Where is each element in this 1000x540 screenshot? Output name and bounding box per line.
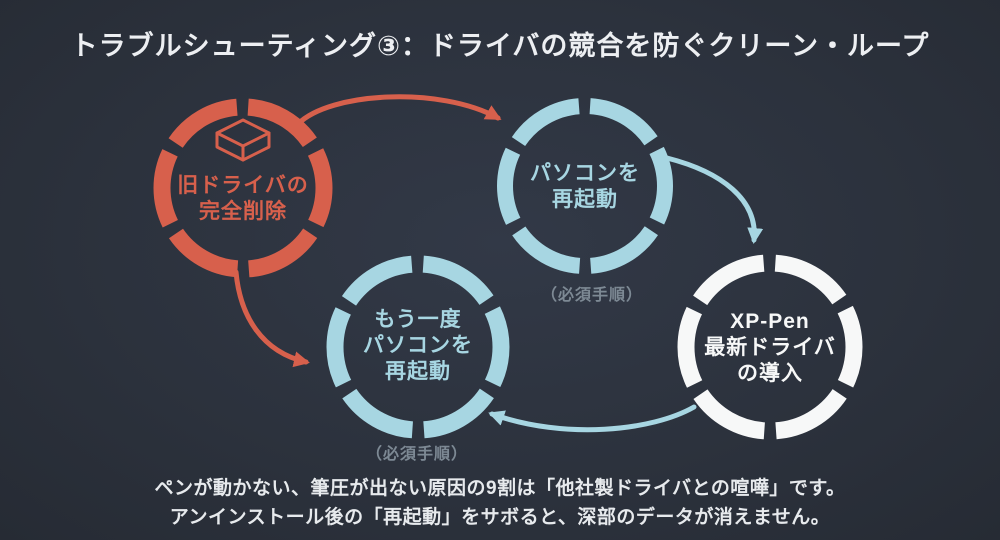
node-label-restart-first: パソコンを 再起動 <box>530 161 640 211</box>
node-label-install-driver: XP-Pen 最新ドライバ の導入 <box>704 309 836 386</box>
note-required-step-again: （必須手順） <box>365 446 469 463</box>
arrow-install-to-restart-again <box>488 404 697 433</box>
note-required-step-first: （必須手順） <box>540 287 644 304</box>
box-icon <box>215 118 271 162</box>
page-title: トラブルシューティング③：ドライバの競合を防ぐクリーン・ループ <box>70 31 930 61</box>
footer-caption: ペンが動かない、筆圧が出ない原因の9割は「他社製ドライバとの喧嘩」です。 アンイ… <box>0 474 1000 532</box>
footer-caption-line1: ペンが動かない、筆圧が出ない原因の9割は「他社製ドライバとの喧嘩」です。 <box>154 478 846 499</box>
footer-caption-line2: アンインストール後の「再起動」をサボると、深部のデータが消えません。 <box>169 507 831 528</box>
ring-restart-first <box>497 98 673 274</box>
node-label-old-driver: 旧ドライバの 完全削除 <box>177 173 309 223</box>
arrow-delete-to-restart <box>295 94 502 127</box>
ring-old-driver <box>153 98 333 278</box>
arrow-restart-to-install <box>664 155 764 244</box>
arrow-delete-to-restart-again <box>233 269 310 368</box>
node-label-restart-again: もう一度 パソコンを 再起動 <box>363 307 473 384</box>
ring-restart-again <box>326 255 510 439</box>
ring-install-driver <box>677 254 863 440</box>
